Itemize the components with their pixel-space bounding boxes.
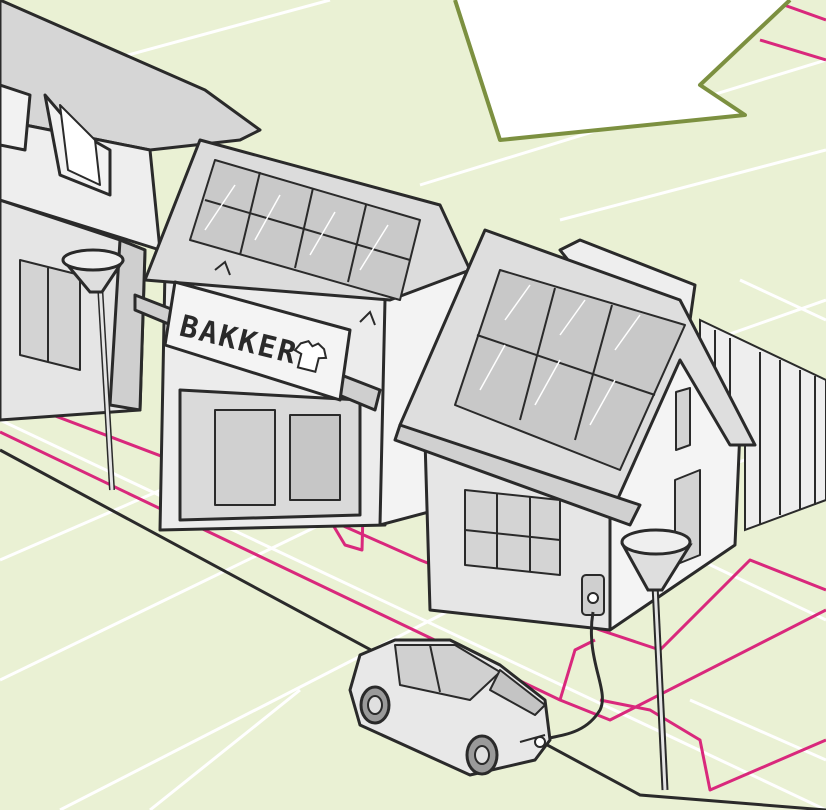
dormer-window bbox=[0, 85, 30, 150]
ev-charger bbox=[582, 575, 604, 615]
window bbox=[20, 260, 80, 370]
shop-window bbox=[215, 410, 275, 505]
side-window bbox=[676, 388, 690, 450]
shop-door bbox=[290, 415, 340, 500]
